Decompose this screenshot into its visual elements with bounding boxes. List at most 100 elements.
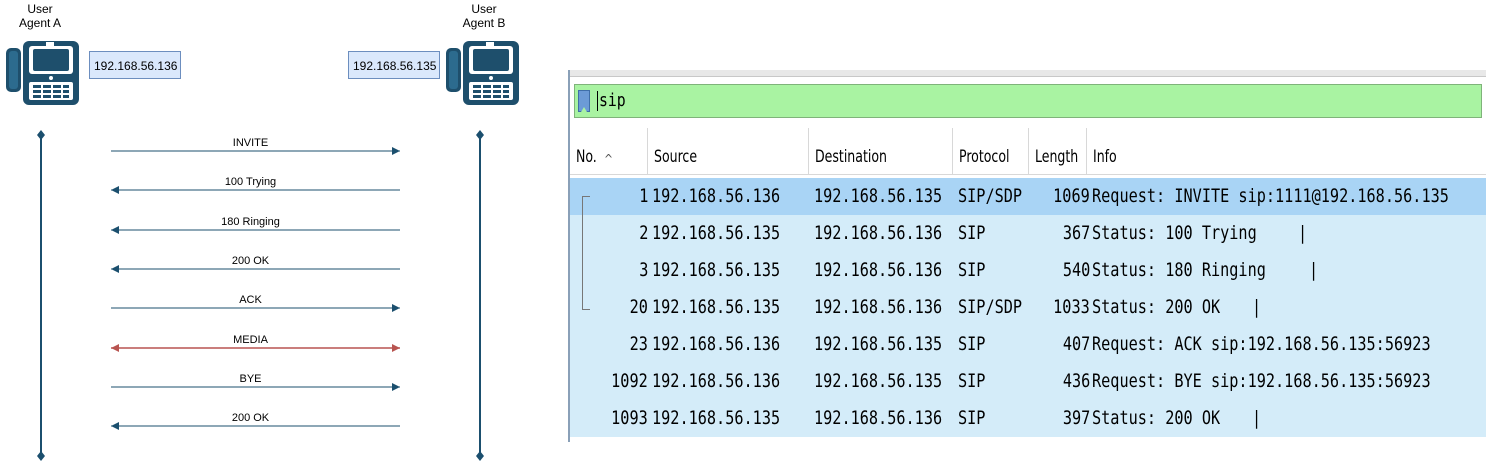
packet-source-cell: 192.168.56.136 bbox=[652, 178, 812, 215]
filter-bookmark-icon[interactable] bbox=[578, 90, 590, 112]
packet-number: 20 bbox=[629, 296, 648, 318]
message-label: MEDIA bbox=[233, 334, 269, 346]
packet-destination-cell: 192.168.56.136 bbox=[814, 252, 974, 289]
packet-protocol: SIP bbox=[958, 333, 986, 355]
packet-destination: 192.168.56.136 bbox=[814, 296, 943, 318]
packet-protocol: SIP/SDP bbox=[958, 185, 1023, 207]
packet-protocol: SIP/SDP bbox=[958, 296, 1023, 318]
packet-number-cell: 23 bbox=[578, 326, 648, 363]
packet-length-cell: 436 bbox=[1028, 363, 1090, 400]
packet-source: 192.168.56.135 bbox=[652, 296, 781, 318]
column-header-destination-label: Destination bbox=[815, 147, 887, 167]
packet-source: 192.168.56.135 bbox=[652, 407, 781, 429]
display-filter-bar[interactable]: sip bbox=[574, 84, 1482, 118]
packet-source-cell: 192.168.56.135 bbox=[652, 252, 812, 289]
packet-length-cell: 540 bbox=[1028, 252, 1090, 289]
display-filter-input[interactable]: sip bbox=[599, 90, 626, 111]
packet-source: 192.168.56.136 bbox=[652, 185, 781, 207]
agent-b-phone-icon bbox=[446, 41, 519, 105]
message-arrowhead bbox=[392, 147, 400, 155]
packet-number-cell: 20 bbox=[578, 289, 648, 326]
packet-protocol-cell: SIP bbox=[958, 215, 992, 252]
message-label: 200 OK bbox=[232, 412, 270, 424]
column-header-protocol[interactable]: Protocol bbox=[953, 128, 1029, 174]
agent-a-lifeline-bottom-diamond bbox=[37, 451, 45, 461]
agent-a-label-line1: User bbox=[27, 2, 53, 16]
info-separator: | bbox=[1252, 296, 1262, 318]
packet-source-cell: 192.168.56.135 bbox=[652, 215, 812, 252]
packet-length: 1033 bbox=[1053, 296, 1090, 318]
packet-length: 436 bbox=[1062, 370, 1090, 392]
agent-b-lifeline-top-diamond bbox=[476, 130, 484, 140]
packet-number-cell: 1 bbox=[578, 178, 648, 215]
packet-length: 1069 bbox=[1053, 185, 1090, 207]
packet-number: 1092 bbox=[611, 370, 648, 392]
column-header-destination[interactable]: Destination bbox=[809, 128, 953, 174]
column-header-info-label: Info bbox=[1093, 147, 1117, 167]
info-separator: | bbox=[1252, 407, 1262, 429]
agent-a-ip-box: 192.168.56.136 bbox=[89, 51, 181, 79]
agent-b-ip-box: 192.168.56.135 bbox=[348, 51, 440, 79]
packet-protocol-cell: SIP/SDP bbox=[958, 289, 1038, 326]
packet-source-cell: 192.168.56.136 bbox=[652, 326, 812, 363]
packet-protocol: SIP bbox=[958, 370, 986, 392]
packet-number-cell: 1092 bbox=[578, 363, 648, 400]
agent-b-label-line2: Agent B bbox=[462, 16, 506, 30]
packet-info: Status: 200 OK bbox=[1092, 407, 1221, 429]
packet-number-cell: 3 bbox=[578, 252, 648, 289]
agent-a-label-line2: Agent A bbox=[18, 16, 62, 30]
packet-protocol: SIP bbox=[958, 259, 986, 281]
agent-a-label: User Agent A bbox=[5, 2, 75, 30]
message-label: BYE bbox=[239, 373, 261, 385]
message-arrowhead bbox=[111, 265, 119, 273]
packet-source: 192.168.56.135 bbox=[652, 259, 781, 281]
text-cursor bbox=[597, 91, 598, 111]
packet-info-cell: Status: 180 Ringing | bbox=[1092, 252, 1321, 289]
packet-destination-cell: 192.168.56.135 bbox=[814, 326, 974, 363]
sip-sequence-diagram: User Agent A User Agent B bbox=[0, 0, 560, 471]
packet-length: 540 bbox=[1062, 259, 1090, 281]
packet-destination: 192.168.56.135 bbox=[814, 370, 943, 392]
message-arrowhead bbox=[392, 304, 400, 312]
packet-number: 3 bbox=[638, 259, 648, 281]
toolbar-edge bbox=[570, 70, 1486, 77]
packet-protocol-cell: SIP bbox=[958, 363, 992, 400]
packet-source: 192.168.56.135 bbox=[652, 222, 781, 244]
packet-info-cell: Status: 200 OK | bbox=[1092, 400, 1264, 437]
packet-info-cell: Request: BYE sip:192.168.56.135:56923 | bbox=[1092, 363, 1502, 400]
packet-destination-cell: 192.168.56.136 bbox=[814, 400, 974, 437]
packet-source-cell: 192.168.56.136 bbox=[652, 363, 812, 400]
packet-info: Request: INVITE sip:1111@192.168.56.135 bbox=[1092, 185, 1449, 207]
message-label: INVITE bbox=[233, 137, 268, 149]
packet-source: 192.168.56.136 bbox=[652, 370, 781, 392]
packet-length-cell: 1033 bbox=[1028, 289, 1090, 326]
sort-ascending-icon: ^ bbox=[604, 152, 614, 166]
packet-destination: 192.168.56.135 bbox=[814, 333, 943, 355]
column-header-source[interactable]: Source bbox=[648, 128, 809, 174]
packet-number-cell: 1093 bbox=[578, 400, 648, 437]
column-header-length-label: Length bbox=[1035, 147, 1079, 167]
packet-source-cell: 192.168.56.135 bbox=[652, 400, 812, 437]
column-header-length[interactable]: Length bbox=[1029, 128, 1087, 174]
packet-protocol: SIP bbox=[958, 407, 986, 429]
column-header-info[interactable]: Info bbox=[1087, 128, 1486, 174]
info-separator: | bbox=[1297, 222, 1308, 244]
packet-length-cell: 397 bbox=[1028, 400, 1090, 437]
packet-destination-cell: 192.168.56.135 bbox=[814, 363, 974, 400]
packet-list-header: ^ No. Source Destination Protocol Length… bbox=[570, 128, 1486, 175]
packet-length: 397 bbox=[1062, 407, 1090, 429]
packet-length: 407 bbox=[1062, 333, 1090, 355]
packet-number: 1093 bbox=[611, 407, 648, 429]
packet-info: Request: ACK sip:192.168.56.135:56923 bbox=[1092, 333, 1431, 355]
message-arrowhead bbox=[111, 226, 119, 234]
conversation-bracket bbox=[582, 196, 593, 310]
column-header-no[interactable]: ^ No. bbox=[570, 128, 648, 174]
